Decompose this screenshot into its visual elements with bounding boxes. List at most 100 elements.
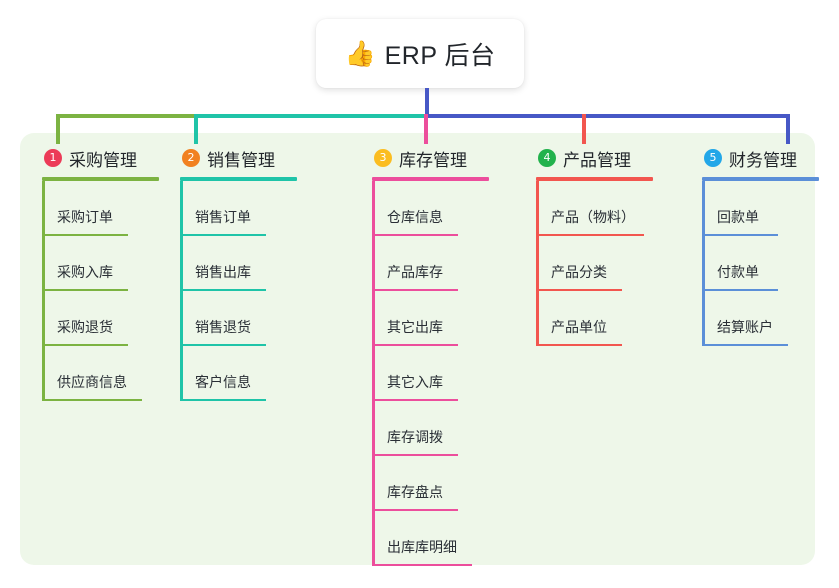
root-node[interactable]: 👍 ERP 后台: [316, 19, 524, 88]
list-item[interactable]: 产品（物料）: [524, 181, 684, 236]
root-node-label: ERP 后台: [384, 41, 496, 70]
drop-line-branch-1: [56, 114, 60, 144]
list-item[interactable]: 回款单: [690, 181, 830, 236]
branch-title-1: 采购管理: [69, 150, 137, 170]
branch-spine-3: [372, 181, 375, 566]
branch-header-2[interactable]: 2 销售管理: [168, 145, 318, 171]
branch-header-3[interactable]: 3 库存管理: [360, 145, 520, 171]
leaf-underline: [372, 509, 458, 511]
branch-spine-4: [536, 181, 539, 346]
leaf-label: 结算账户: [717, 319, 773, 335]
root-stem-line: [425, 88, 429, 114]
leaf-label: 其它入库: [387, 374, 443, 390]
branch-badge-2: 2: [182, 149, 200, 167]
drop-line-branch-5: [786, 114, 790, 144]
list-item[interactable]: 销售订单: [168, 181, 318, 236]
leaf-label: 销售退货: [195, 319, 251, 335]
leaf-label: 仓库信息: [387, 209, 443, 225]
branch-spine-2: [180, 181, 183, 401]
hbar-segment-indigo: [424, 114, 749, 118]
branch-column-4: 4 产品管理 产品（物料） 产品分类 产品单位: [524, 145, 684, 346]
leaf-underline: [180, 399, 266, 401]
leaf-underline: [372, 344, 458, 346]
branch-items-3: 仓库信息 产品库存 其它出库 其它入库 库存调拨 库存盘点: [360, 181, 520, 566]
leaf-label: 销售出库: [195, 264, 251, 280]
hbar-segment-teal: [194, 114, 428, 118]
branch-badge-3: 3: [374, 149, 392, 167]
drop-line-branch-2: [194, 114, 198, 144]
branch-rule-4: [536, 177, 653, 181]
list-item[interactable]: 采购退货: [30, 291, 180, 346]
branch-column-2: 2 销售管理 销售订单 销售出库 销售退货 客户信息: [168, 145, 318, 401]
list-item[interactable]: 结算账户: [690, 291, 830, 346]
branch-badge-1: 1: [44, 149, 62, 167]
branch-column-1: 1 采购管理 采购订单 采购入库 采购退货 供应商信息: [30, 145, 180, 401]
leaf-underline: [702, 344, 788, 346]
branch-items-5: 回款单 付款单 结算账户: [690, 181, 830, 346]
leaf-label: 客户信息: [195, 374, 251, 390]
hbar-segment-green: [56, 114, 194, 118]
list-item[interactable]: 付款单: [690, 236, 830, 291]
leaf-underline: [372, 399, 458, 401]
branch-items-4: 产品（物料） 产品分类 产品单位: [524, 181, 684, 346]
branch-items-2: 销售订单 销售出库 销售退货 客户信息: [168, 181, 318, 401]
leaf-underline: [180, 289, 266, 291]
list-item[interactable]: 采购订单: [30, 181, 180, 236]
branch-title-2: 销售管理: [207, 150, 275, 170]
list-item[interactable]: 其它入库: [360, 346, 520, 401]
branch-column-5: 5 财务管理 回款单 付款单 结算账户: [690, 145, 830, 346]
leaf-underline: [372, 289, 458, 291]
list-item[interactable]: 出库库明细: [360, 511, 520, 566]
thumbs-up-icon: 👍: [344, 39, 376, 68]
list-item[interactable]: 产品单位: [524, 291, 684, 346]
branch-badge-5: 5: [704, 149, 722, 167]
list-item[interactable]: 库存盘点: [360, 456, 520, 511]
leaf-label: 库存盘点: [387, 484, 443, 500]
branch-title-5: 财务管理: [729, 150, 797, 170]
leaf-underline: [42, 289, 128, 291]
branch-header-5[interactable]: 5 财务管理: [690, 145, 830, 171]
list-item[interactable]: 采购入库: [30, 236, 180, 291]
list-item[interactable]: 产品库存: [360, 236, 520, 291]
leaf-label: 产品（物料）: [551, 209, 635, 225]
leaf-label: 销售订单: [195, 209, 251, 225]
leaf-label: 产品库存: [387, 264, 443, 280]
leaf-underline: [372, 234, 458, 236]
leaf-label: 采购入库: [57, 264, 113, 280]
branch-header-1[interactable]: 1 采购管理: [30, 145, 180, 171]
branch-badge-4: 4: [538, 149, 556, 167]
branch-rule-5: [702, 177, 819, 181]
list-item[interactable]: 其它出库: [360, 291, 520, 346]
leaf-underline: [372, 564, 472, 566]
branch-rule-1: [42, 177, 159, 181]
list-item[interactable]: 库存调拨: [360, 401, 520, 456]
drop-line-branch-4: [582, 114, 586, 144]
list-item[interactable]: 客户信息: [168, 346, 318, 401]
list-item[interactable]: 仓库信息: [360, 181, 520, 236]
list-item[interactable]: 供应商信息: [30, 346, 180, 401]
leaf-underline: [536, 289, 622, 291]
leaf-label: 采购订单: [57, 209, 113, 225]
leaf-label: 库存调拨: [387, 429, 443, 445]
root-node-content: 👍 ERP 后台: [344, 36, 495, 72]
branch-title-4: 产品管理: [563, 150, 631, 170]
leaf-label: 供应商信息: [57, 374, 127, 390]
leaf-label: 其它出库: [387, 319, 443, 335]
branch-spine-5: [702, 181, 705, 346]
list-item[interactable]: 销售退货: [168, 291, 318, 346]
branch-column-3: 3 库存管理 仓库信息 产品库存 其它出库 其它入库 库存调拨: [360, 145, 520, 566]
branch-spine-1: [42, 181, 45, 401]
leaf-underline: [42, 344, 128, 346]
hbar-segment-indigo-right: [749, 114, 790, 118]
branch-rule-2: [180, 177, 297, 181]
list-item[interactable]: 产品分类: [524, 236, 684, 291]
leaf-label: 产品分类: [551, 264, 607, 280]
leaf-underline: [536, 344, 622, 346]
list-item[interactable]: 销售出库: [168, 236, 318, 291]
leaf-underline: [702, 289, 778, 291]
leaf-underline: [372, 454, 458, 456]
leaf-label: 产品单位: [551, 319, 607, 335]
branch-header-4[interactable]: 4 产品管理: [524, 145, 684, 171]
leaf-label: 付款单: [717, 264, 759, 280]
